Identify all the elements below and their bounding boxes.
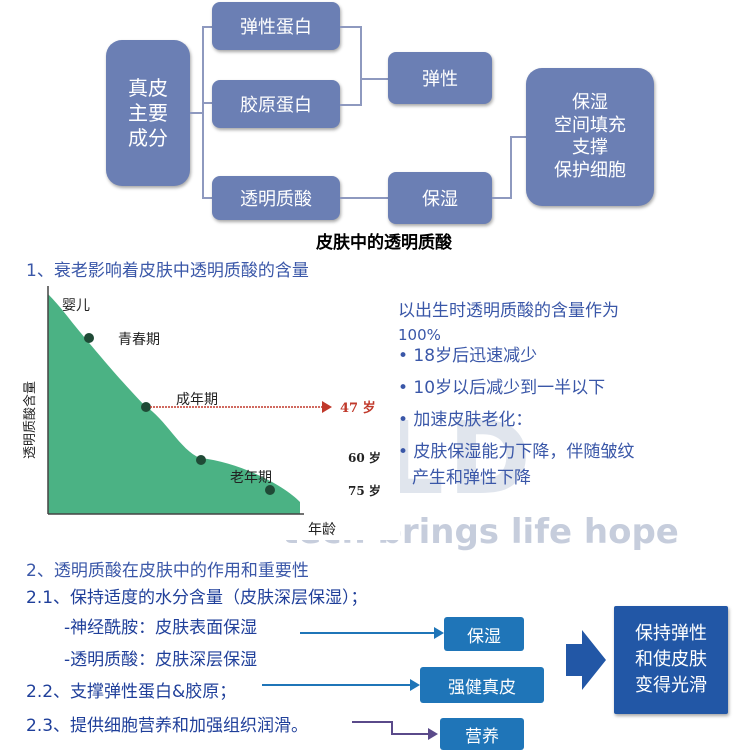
component-box-elastin: 弹性蛋白 bbox=[212, 2, 340, 50]
stage-label-puberty: 青春期 bbox=[118, 332, 160, 348]
point-old-75 bbox=[265, 485, 275, 495]
arrowhead bbox=[434, 627, 444, 639]
component-box-hyaluronic: 透明质酸 bbox=[212, 176, 340, 220]
diagram-caption: 皮肤中的透明质酸 bbox=[316, 233, 452, 253]
section1-bullets: • 18岁后迅速减少 • 10岁以后减少到一半以下 • 加速皮肤老化： • 皮肤… bbox=[398, 340, 634, 494]
connector bbox=[360, 26, 362, 106]
age-label-75: 75 岁 bbox=[348, 483, 381, 498]
arrow-nutrition bbox=[352, 721, 430, 735]
stage-label-adult: 成年期 bbox=[176, 392, 218, 408]
result-box: 保湿 空间填充 支撑 保护细胞 bbox=[526, 68, 654, 206]
connector bbox=[202, 26, 204, 198]
connector bbox=[190, 112, 202, 114]
bullet-item: • 18岁后迅速减少 bbox=[398, 346, 538, 366]
bullet-item: • 加速皮肤老化： bbox=[398, 410, 533, 430]
section1-note-line1: 以出生时透明质酸的含量作为 bbox=[398, 301, 619, 321]
section2-result-box: 保持弹性 和使皮肤 变得光滑 bbox=[614, 606, 728, 714]
chart-svg: 婴儿 青春期 成年期 老年期 47 岁 60 岁 75 岁 年龄 透明质酸含量 bbox=[0, 280, 400, 540]
connector bbox=[510, 136, 526, 138]
stage-label-infant: 婴儿 bbox=[62, 298, 90, 314]
connector bbox=[492, 197, 510, 199]
connector bbox=[202, 197, 212, 199]
section1-note-line2: 100% bbox=[398, 326, 441, 344]
big-arrow bbox=[566, 630, 606, 690]
arrowhead bbox=[428, 728, 438, 740]
component-box-collagen: 胶原蛋白 bbox=[212, 80, 340, 128]
bullet-item: • 10岁以后减少到一半以下 bbox=[398, 378, 606, 398]
bullet-item: 产生和弹性下降 bbox=[412, 468, 531, 488]
function-box-elasticity: 弹性 bbox=[388, 52, 492, 104]
aging-chart: 婴儿 青春期 成年期 老年期 47 岁 60 岁 75 岁 年龄 透明质酸含量 bbox=[0, 280, 400, 540]
stage-label-old: 老年期 bbox=[230, 470, 272, 486]
item-2-1: 2.1、保持适度的水分含量（皮肤深层保湿）； bbox=[26, 588, 368, 608]
connector bbox=[360, 78, 388, 80]
y-axis-label: 透明质酸含量 bbox=[22, 381, 38, 459]
connector bbox=[202, 102, 212, 104]
connector bbox=[510, 136, 512, 199]
arrowhead bbox=[410, 679, 420, 691]
connector bbox=[340, 197, 388, 199]
section2-heading: 2、透明质酸在皮肤中的作用和重要性 bbox=[26, 561, 309, 581]
point-puberty bbox=[84, 333, 94, 343]
arrowhead bbox=[322, 401, 332, 413]
bullet-item: • 皮肤保湿能力下降，伴随皱纹 bbox=[398, 442, 635, 462]
chart-area bbox=[48, 294, 300, 514]
item-2-1-a: -神经酰胺：皮肤表面保湿 bbox=[64, 618, 258, 638]
effect-box-dermis: 强健真皮 bbox=[420, 667, 544, 703]
root-box: 真皮 主要 成分 bbox=[106, 40, 190, 186]
effect-box-nutrition: 营养 bbox=[440, 718, 524, 750]
point-old-60 bbox=[196, 455, 206, 465]
item-2-3: 2.3、提供细胞营养和加强组织润滑。 bbox=[26, 716, 309, 736]
age-label-60: 60 岁 bbox=[348, 450, 381, 465]
section1-heading: 1、衰老影响着皮肤中透明质酸的含量 bbox=[26, 261, 309, 281]
connector bbox=[202, 26, 212, 28]
age-label-47: 47 岁 bbox=[340, 400, 376, 416]
connector bbox=[340, 26, 362, 28]
item-2-1-b: -透明质酸：皮肤深层保湿 bbox=[64, 650, 258, 670]
x-axis-label: 年龄 bbox=[308, 522, 336, 538]
connector bbox=[340, 104, 362, 106]
item-2-2: 2.2、支撑弹性蛋白&胶原； bbox=[26, 682, 237, 702]
point-adult bbox=[141, 402, 151, 412]
effect-box-moisture: 保湿 bbox=[444, 617, 524, 651]
function-box-moisture: 保湿 bbox=[388, 172, 492, 224]
